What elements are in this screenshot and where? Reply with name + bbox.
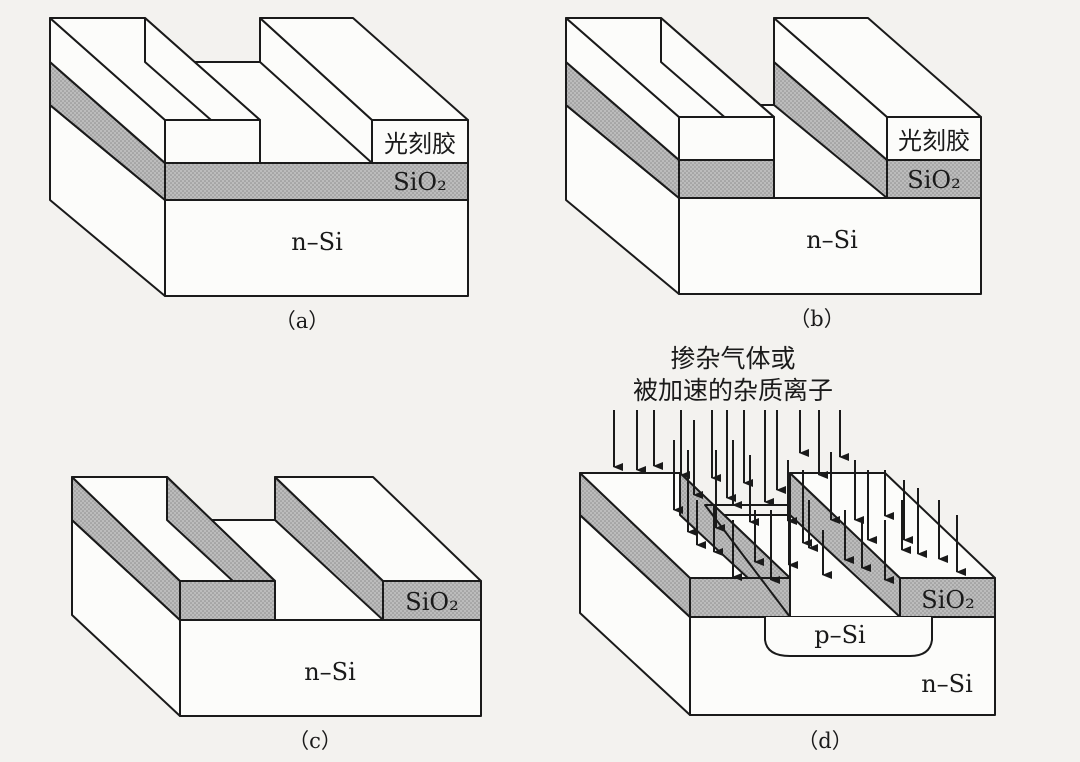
c-substrate-front <box>179 619 482 717</box>
d-oxide-right-front <box>899 577 996 618</box>
d-dopant-label-line2: 被加速的杂质离子 <box>633 376 833 405</box>
c-oxide-label: SiO₂ <box>405 588 458 616</box>
panel-a <box>49 17 469 297</box>
panel-b <box>565 17 982 295</box>
b-substrate-label: n–Si <box>806 226 858 254</box>
c-oxide-right-front <box>382 580 482 621</box>
b-caption: （b） <box>789 307 844 331</box>
b-oxide-label: SiO₂ <box>907 166 960 194</box>
b-photoresist-label: 光刻胶 <box>898 127 970 155</box>
c-substrate-label: n–Si <box>304 658 356 686</box>
a-resist-left-front <box>164 119 261 164</box>
d-oxide-left-front <box>689 577 791 618</box>
a-resist-right-front <box>371 119 469 164</box>
a-oxide-label: SiO₂ <box>393 168 446 196</box>
d-dopant-label-line1: 掺杂气体或 <box>670 344 795 373</box>
b-resist-left-front <box>678 116 775 161</box>
d-substrate-label: n–Si <box>921 670 973 698</box>
d-p-region-label: p–Si <box>814 621 866 649</box>
panel-c <box>71 476 482 717</box>
d-caption: （d） <box>797 729 852 753</box>
d-oxide-label: SiO₂ <box>921 586 974 614</box>
d-p-region <box>764 617 933 657</box>
a-substrate-label: n–Si <box>291 228 343 256</box>
b-resist-right-front <box>886 116 982 161</box>
b-oxide-right-front <box>886 159 982 199</box>
b-substrate-front <box>678 197 982 295</box>
a-oxide-front <box>164 162 469 201</box>
b-oxide-left-front <box>678 159 775 199</box>
panel-d <box>579 472 996 716</box>
a-photoresist-label: 光刻胶 <box>384 130 456 158</box>
c-oxide-left-front <box>179 580 276 621</box>
a-substrate-front <box>164 199 469 297</box>
c-caption: （c） <box>288 729 342 753</box>
dopant-arrows <box>613 410 966 584</box>
a-caption: （a） <box>275 309 330 333</box>
